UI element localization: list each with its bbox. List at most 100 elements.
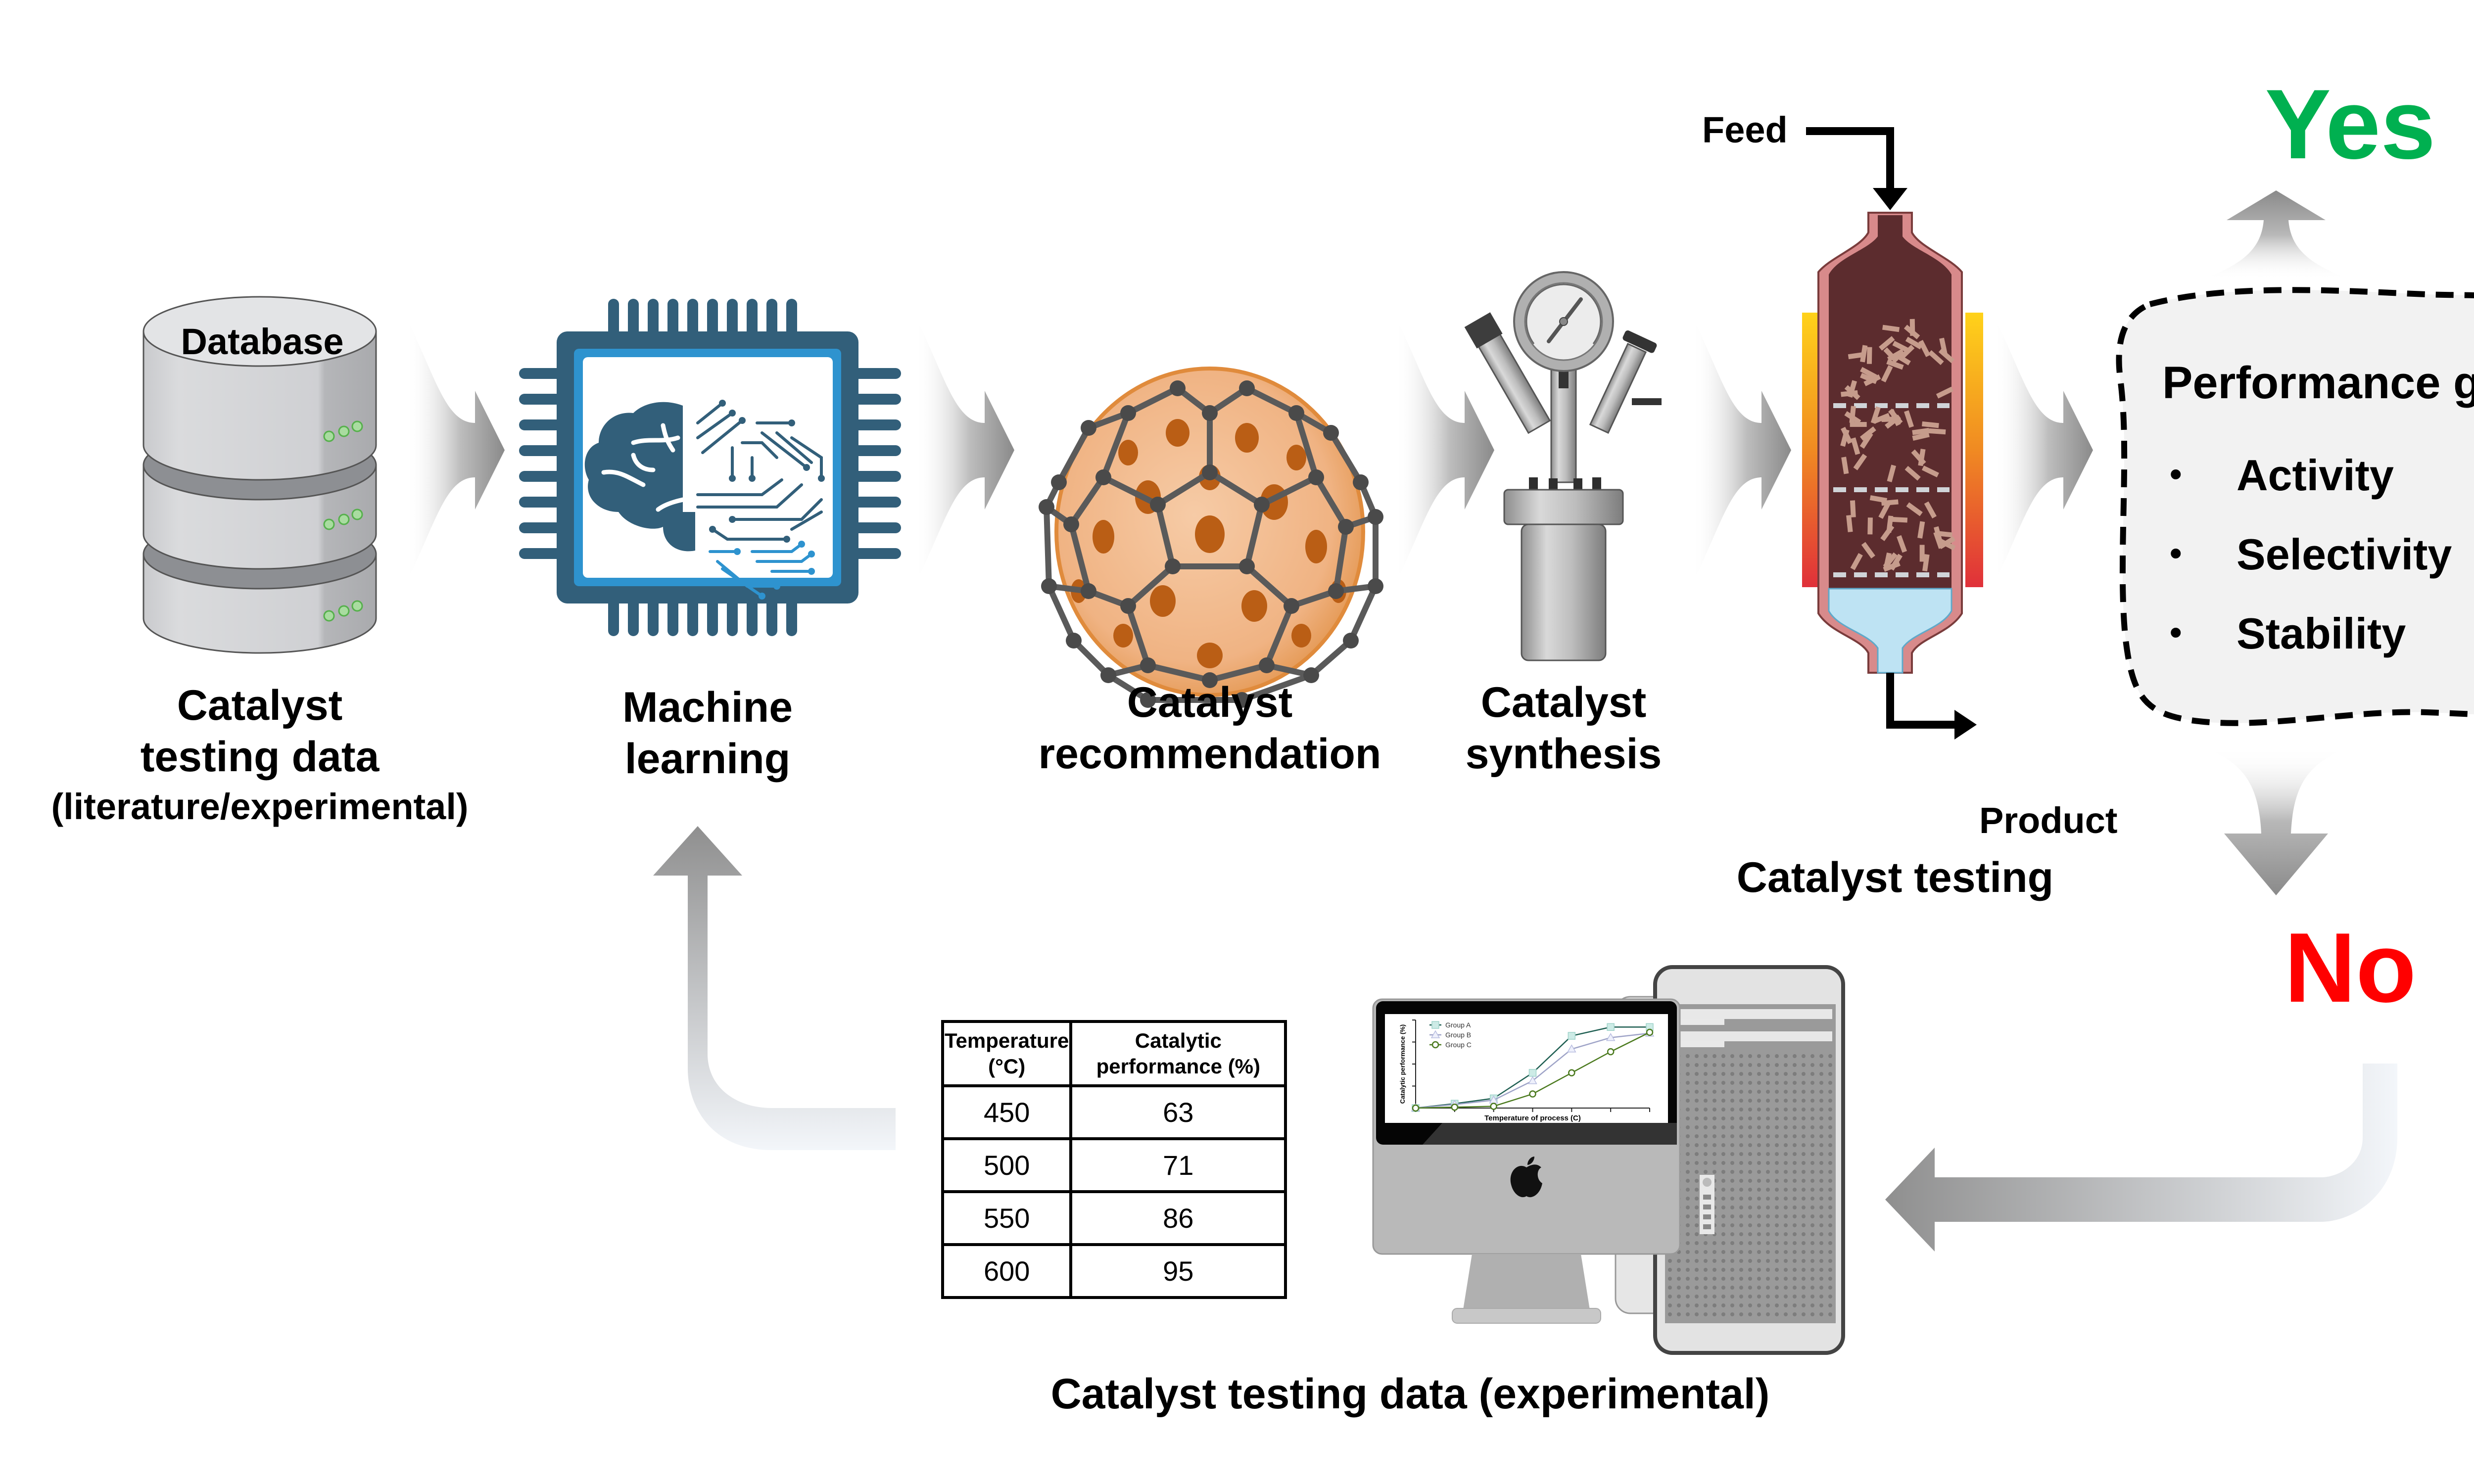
- catalyst-pellet: [1840, 429, 1850, 447]
- catalyst-pellet: [1936, 386, 1953, 399]
- data-point: [1412, 1104, 1420, 1112]
- cell-performance: 63: [1069, 1084, 1287, 1140]
- loop-arrow-up-icon: [653, 826, 896, 1150]
- stage-database-title-2: testing data: [140, 733, 380, 781]
- catalyst-pellet: [1844, 411, 1861, 425]
- cell-temperature: 550: [941, 1190, 1073, 1246]
- stage-synthesis-title-2: synthesis: [1465, 730, 1662, 778]
- catalyst-pellet: [1887, 464, 1897, 482]
- goal-item-stability: Stability: [2236, 609, 2406, 658]
- catalyst-pellet: [1861, 542, 1875, 558]
- legend-marker: [1431, 1041, 1439, 1049]
- catalyst-pellet: [1851, 437, 1860, 455]
- stage-testing-title: Catalyst testing: [1736, 854, 2054, 901]
- data-point: [1568, 1032, 1576, 1040]
- legend-marker: [1430, 1030, 1440, 1038]
- catalyst-pellet: [1890, 516, 1908, 523]
- feedback-caption: Catalyst testing data (experimental): [1050, 1370, 1770, 1418]
- y-axis-label: Catalytic performance (%): [1399, 1024, 1406, 1104]
- catalyst-pellet: [1880, 524, 1895, 541]
- data-point: [1607, 1023, 1615, 1031]
- data-point: [1528, 1069, 1537, 1077]
- catalyst-pellet: [1904, 465, 1921, 481]
- x-axis-label: Temperature of process (C): [1484, 1114, 1581, 1122]
- stage-database-subtitle: (literature/experimental): [51, 786, 469, 827]
- table-row: 450 63: [941, 1084, 1287, 1140]
- fullerene-catalyst-icon: [1039, 367, 1383, 708]
- catalyst-pellet: [1938, 538, 1956, 551]
- data-point: [1490, 1103, 1497, 1110]
- cell-performance: 95: [1069, 1243, 1287, 1299]
- goal-title: Performance goal: [2162, 358, 2474, 408]
- catalyst-pellet: [1889, 409, 1901, 426]
- catalyst-pellet: [1939, 337, 1948, 356]
- catalyst-pellet: [1924, 501, 1937, 519]
- performance-line-chart: Temperature of process (C) Catalytic perf…: [1399, 1020, 1655, 1122]
- goal-item-selectivity: Selectivity: [2236, 530, 2452, 579]
- catalyst-pellet: [1883, 552, 1892, 570]
- loop-arrow-left-icon: [1885, 1064, 2397, 1252]
- data-point: [1451, 1103, 1459, 1111]
- catalyst-pellet: [1844, 385, 1860, 400]
- catalyst-pellet: [1859, 426, 1876, 441]
- no-label: No: [2284, 913, 2417, 1023]
- data-point: [1606, 1033, 1616, 1041]
- cell-temperature: 600: [941, 1243, 1073, 1299]
- table-row: 600 95: [941, 1243, 1287, 1299]
- catalyst-pellet: [1860, 345, 1868, 363]
- catalyst-pellet: [1878, 502, 1891, 519]
- catalyst-pellet: [1919, 545, 1925, 562]
- catalyst-pellet: [1911, 449, 1926, 465]
- arrow-right-icon: [1395, 317, 1494, 584]
- catalyst-pellet: [1892, 341, 1910, 353]
- catalyst-pellet: [1904, 410, 1914, 428]
- catalyst-pellet: [1905, 336, 1923, 350]
- catalyst-pellet: [1921, 421, 1939, 428]
- catalyst-pellet: [1928, 428, 1946, 435]
- catalyst-pellet: [1912, 432, 1930, 441]
- catalyst-pellet: [1921, 465, 1939, 477]
- bullet-icon: •: [2170, 455, 2182, 493]
- arrow-right-icon: [406, 317, 505, 584]
- stage-recommendation-title-1: Catalyst: [1127, 679, 1293, 726]
- legend-label: Group C: [1445, 1041, 1472, 1049]
- stage-ml-title-2: learning: [624, 735, 791, 783]
- goal-cloud-outline: [2116, 287, 2474, 726]
- arrow-right-icon: [915, 317, 1014, 584]
- arrow-down-icon: [2202, 747, 2350, 895]
- feed-label: Feed: [1702, 109, 1788, 150]
- catalyst-pellet: [1918, 340, 1931, 357]
- catalyst-pellet: [1933, 531, 1944, 549]
- stage-ml-title-1: Machine: [622, 684, 793, 731]
- yes-label: Yes: [2265, 69, 2436, 180]
- table-header-temperature: Temperature(°C): [941, 1020, 1073, 1087]
- monitor-icon: [1372, 998, 1681, 1324]
- arrow-up-icon: [2202, 190, 2350, 279]
- catalyst-pellet: [1917, 521, 1925, 539]
- catalyst-pellet: [1859, 432, 1873, 449]
- data-point: [1528, 1076, 1537, 1084]
- arrow-right-icon: [1692, 317, 1791, 584]
- database-label: Database: [181, 321, 344, 362]
- catalyst-pellet: [1850, 553, 1863, 570]
- arrow-right-icon: [1994, 317, 2093, 584]
- cell-temperature: 450: [941, 1084, 1073, 1140]
- data-point: [1568, 1069, 1575, 1077]
- catalyst-pellet: [1881, 365, 1893, 383]
- autoclave-reactor-icon: [1464, 271, 1662, 661]
- data-point: [1646, 1028, 1654, 1036]
- legend-marker: [1431, 1021, 1439, 1029]
- catalyst-pellet: [1872, 413, 1891, 424]
- catalyst-pellet: [1850, 500, 1856, 517]
- catalyst-pellet: [1866, 347, 1872, 364]
- catalyst-pellet: [1903, 325, 1920, 339]
- table-row: 500 71: [941, 1137, 1287, 1193]
- ai-chip-brain-icon: [519, 299, 901, 636]
- data-point: [1529, 1090, 1536, 1098]
- bullet-icon: •: [2170, 534, 2182, 572]
- catalyst-pellet: [1879, 336, 1895, 351]
- catalyst-pellet: [1850, 422, 1867, 427]
- catalyst-pellet: [1899, 344, 1915, 360]
